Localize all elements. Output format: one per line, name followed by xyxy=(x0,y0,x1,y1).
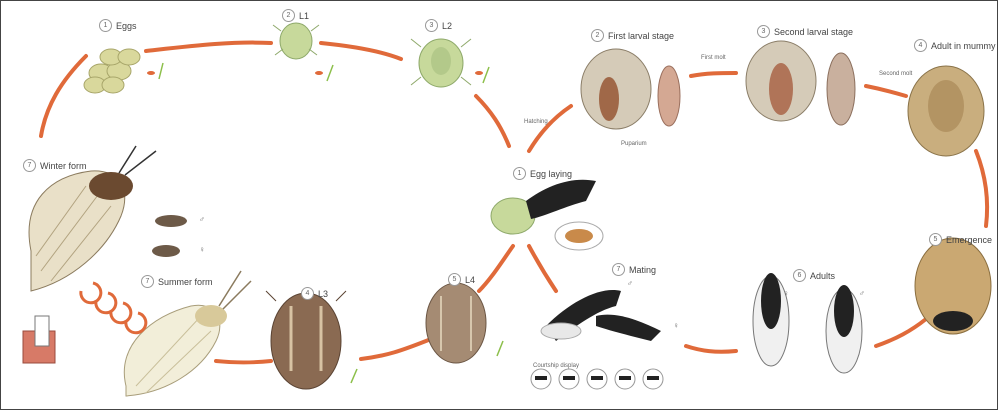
label-adults: 6Adults xyxy=(793,269,835,282)
stem xyxy=(483,67,489,83)
note-puparium: Puparium xyxy=(621,141,647,147)
arrow-mating-egglaying xyxy=(529,246,556,291)
symbol-male: ♂ xyxy=(199,215,205,224)
symbol-male-adult: ♂ xyxy=(859,289,865,298)
arrow-eggs-winter xyxy=(41,56,86,136)
arrow-second-mummy xyxy=(866,86,906,96)
label-l3: 4L3 xyxy=(301,287,328,300)
label-adult-mummy: 4Adult in mummy xyxy=(914,39,996,52)
nymph-l2 xyxy=(411,39,471,87)
adult-in-mummy xyxy=(908,66,984,156)
label-l4: 5L4 xyxy=(448,273,475,286)
sprig xyxy=(315,71,323,75)
nymph-l1 xyxy=(273,23,319,59)
courtship-icons xyxy=(531,369,663,389)
arrow-l1-l2 xyxy=(321,43,401,59)
label-egg-laying: 1Egg laying xyxy=(513,167,572,180)
second-larval-mummy xyxy=(746,41,855,125)
stem xyxy=(497,341,503,356)
emergence-mummy xyxy=(915,238,991,334)
arrow-adults-mating xyxy=(686,346,736,352)
arrow-l2-egglaying xyxy=(476,96,509,146)
label-first-larval: 2First larval stage xyxy=(591,29,674,42)
daylength-arcs xyxy=(81,283,146,333)
arrow-mummy-emergence xyxy=(976,151,987,226)
eggs-cluster xyxy=(84,49,140,93)
arrow-l3-summer xyxy=(216,361,271,363)
note-second-molt: Second molt xyxy=(879,71,912,77)
label-l1: 2L1 xyxy=(282,9,309,22)
stem xyxy=(351,369,357,383)
arrow-l4-l3 xyxy=(361,339,431,359)
egg-laying-scene xyxy=(491,180,603,250)
stem xyxy=(159,63,163,79)
label-summer-form: 7Summer form xyxy=(141,275,213,288)
label-emergence: 5Emergence xyxy=(929,233,992,246)
arrow-emergence-adults xyxy=(876,319,926,346)
arrow-eggs-l1 xyxy=(146,43,271,51)
note-first-molt: First molt xyxy=(701,55,726,61)
note-courtship: Courtship display xyxy=(533,363,579,369)
symbol-male-mating: ♂ xyxy=(627,279,633,288)
label-mating: 7Mating xyxy=(612,263,656,276)
note-hatching: Hatching xyxy=(524,119,548,125)
label-l2: 3L2 xyxy=(425,19,452,32)
nymph-l3 xyxy=(266,291,346,389)
mating-wasps xyxy=(541,290,661,341)
first-larval-mummy xyxy=(581,49,680,129)
label-winter-form: 7Winter form xyxy=(23,159,87,172)
sprig xyxy=(147,71,155,75)
symbol-female-adult: ♀ xyxy=(783,289,789,298)
stem xyxy=(327,65,333,81)
symbol-female: ♀ xyxy=(199,245,205,254)
summer-form-psyllid xyxy=(124,271,251,396)
nymph-l4 xyxy=(426,283,486,363)
symbol-female-mating: ♀ xyxy=(673,321,679,330)
small-winter-insects xyxy=(152,215,187,257)
adult-wasps xyxy=(753,273,862,373)
arrow-first-second xyxy=(691,73,736,76)
label-second-larval: 3Second larval stage xyxy=(757,25,853,38)
arrow-egglaying-first xyxy=(529,106,571,151)
thermometer-icon xyxy=(23,316,55,363)
label-eggs: 1Eggs xyxy=(99,19,137,32)
arrow-egglaying-l4 xyxy=(479,246,513,291)
sprig xyxy=(475,71,483,75)
